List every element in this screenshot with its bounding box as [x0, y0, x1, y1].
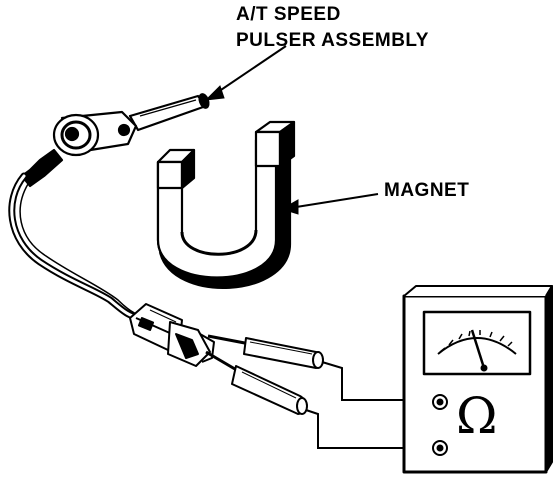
flange-bolt-hole — [117, 123, 131, 137]
meter-scale-arc — [437, 337, 517, 355]
meter-needle — [470, 329, 486, 369]
sensor-rod — [128, 94, 208, 132]
meter-scale-ticks — [439, 330, 513, 353]
magnet-label: MAGNET — [384, 180, 470, 201]
probe-lower — [205, 350, 308, 415]
sensor-cable — [8, 172, 144, 322]
probe-upper — [207, 334, 324, 369]
speed-pulser-sensor — [20, 93, 210, 188]
cable-boot — [20, 148, 64, 188]
ohmmeter — [402, 285, 553, 474]
pulser-leader-arrow — [211, 45, 287, 97]
magnet-leader-arrow — [289, 193, 379, 209]
ohm-symbol: Ω — [456, 387, 498, 445]
meter-lead-wires — [305, 361, 432, 449]
pulser-label-line1: A/T SPEED — [236, 4, 341, 25]
sensor-connector — [129, 303, 215, 367]
horseshoe-magnet — [156, 120, 296, 289]
pulser-label-line2: PULSER ASSEMBLY — [236, 30, 429, 51]
leader-arrows — [204, 45, 379, 215]
